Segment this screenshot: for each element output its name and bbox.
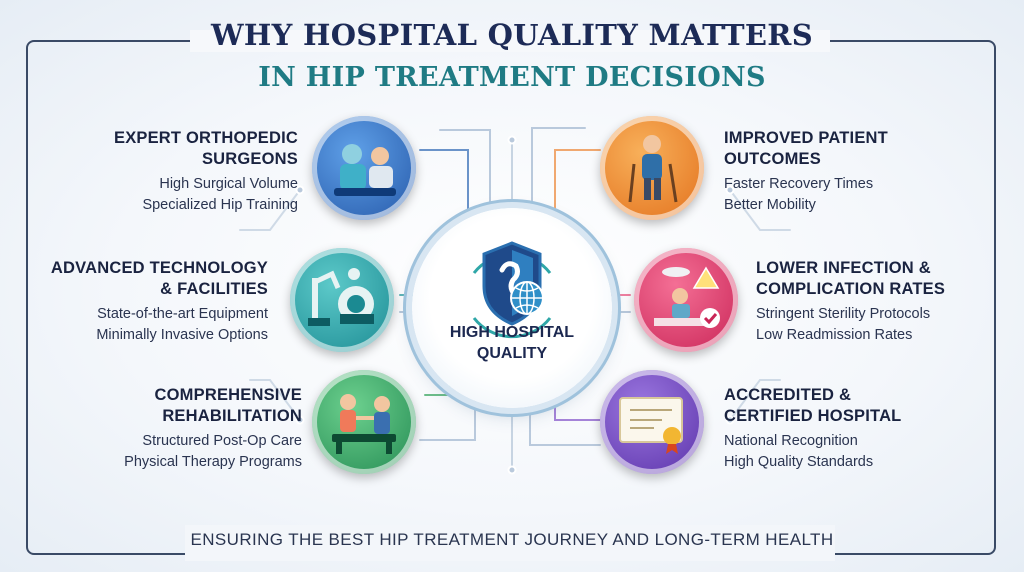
elderly-walker-icon [628,135,678,203]
factor-technology-heading-2: & FACILITIES [160,280,268,298]
frame-title-gap [190,30,830,52]
surgeons-icon [334,144,396,196]
frame-footer-gap [185,525,835,561]
shield-globe-icon [472,241,552,339]
factor-surgeons-heading-2: SURGEONS [201,150,298,168]
factor-rehab-detail-2: Physical Therapy Programs [124,454,302,470]
factor-accredited-heading-1: ACCREDITED & [724,386,852,404]
factor-infection-text: LOWER INFECTION & COMPLICATION RATES Str… [756,258,1016,346]
factor-infection-detail-2: Low Readmission Rates [756,327,913,343]
factor-rehab-heading-1: COMPREHENSIVE [154,386,302,404]
factor-outcomes-detail-2: Better Mobility [724,197,816,213]
factor-technology-detail-2: Minimally Invasive Options [96,327,268,343]
factor-surgeons-heading-1: EXPERT ORTHOPEDIC [113,129,298,147]
factor-technology-text: ADVANCED TECHNOLOGY & FACILITIES State-o… [8,258,268,346]
accredited-bubble [600,370,704,474]
factor-technology-heading-1: ADVANCED TECHNOLOGY [50,259,268,277]
physical-therapy-icon [332,394,396,454]
center-hub [412,208,612,408]
factor-infection-heading-2: COMPLICATION RATES [756,280,946,298]
factor-surgeons-detail-1: High Surgical Volume [159,176,298,192]
factor-surgeons-text: EXPERT ORTHOPEDIC SURGEONS High Surgical… [38,128,298,216]
center-label: HIGH HOSPITAL QUALITY [412,322,612,364]
factor-accredited-detail-1: National Recognition [724,433,858,449]
factor-infection-detail-1: Stringent Sterility Protocols [756,306,931,322]
center-label-line-2: QUALITY [476,345,548,362]
footer-tagline: ENSURING THE BEST HIP TREATMENT JOURNEY … [190,530,834,549]
title-line-1: WHY HOSPITAL QUALITY MATTERS [211,18,813,52]
title-line-2: IN HIP TREATMENT DECISIONS [258,62,766,93]
center-label-line-1: HIGH HOSPITAL [449,324,575,341]
factor-rehab-heading-2: REHABILITATION [162,407,302,425]
rehab-bubble [312,370,416,474]
outcomes-bubble [600,116,704,220]
factor-rehab-detail-1: Structured Post-Op Care [142,433,302,449]
technology-bubble [290,248,394,352]
factor-infection-heading-1: LOWER INFECTION & [756,259,931,277]
operating-room-icon [654,266,720,328]
surgeons-bubble [312,116,416,220]
certificate-icon [619,397,683,454]
factor-surgeons-detail-2: Specialized Hip Training [142,197,298,213]
factor-outcomes-detail-1: Faster Recovery Times [724,176,874,192]
factor-accredited-heading-2: CERTIFIED HOSPITAL [724,407,902,425]
factor-outcomes-heading-2: OUTCOMES [724,150,821,168]
factor-rehab-text: COMPREHENSIVE REHABILITATION Structured … [42,385,302,473]
factor-accredited-detail-2: High Quality Standards [724,454,874,470]
factor-outcomes-text: IMPROVED PATIENT OUTCOMES Faster Recover… [724,128,984,216]
factor-outcomes-heading-1: IMPROVED PATIENT [724,129,888,147]
factor-accredited-text: ACCREDITED & CERTIFIED HOSPITAL National… [724,385,984,473]
robot-scanner-icon [308,268,374,326]
infection-bubble [634,248,738,352]
factor-technology-detail-1: State-of-the-art Equipment [97,306,268,322]
